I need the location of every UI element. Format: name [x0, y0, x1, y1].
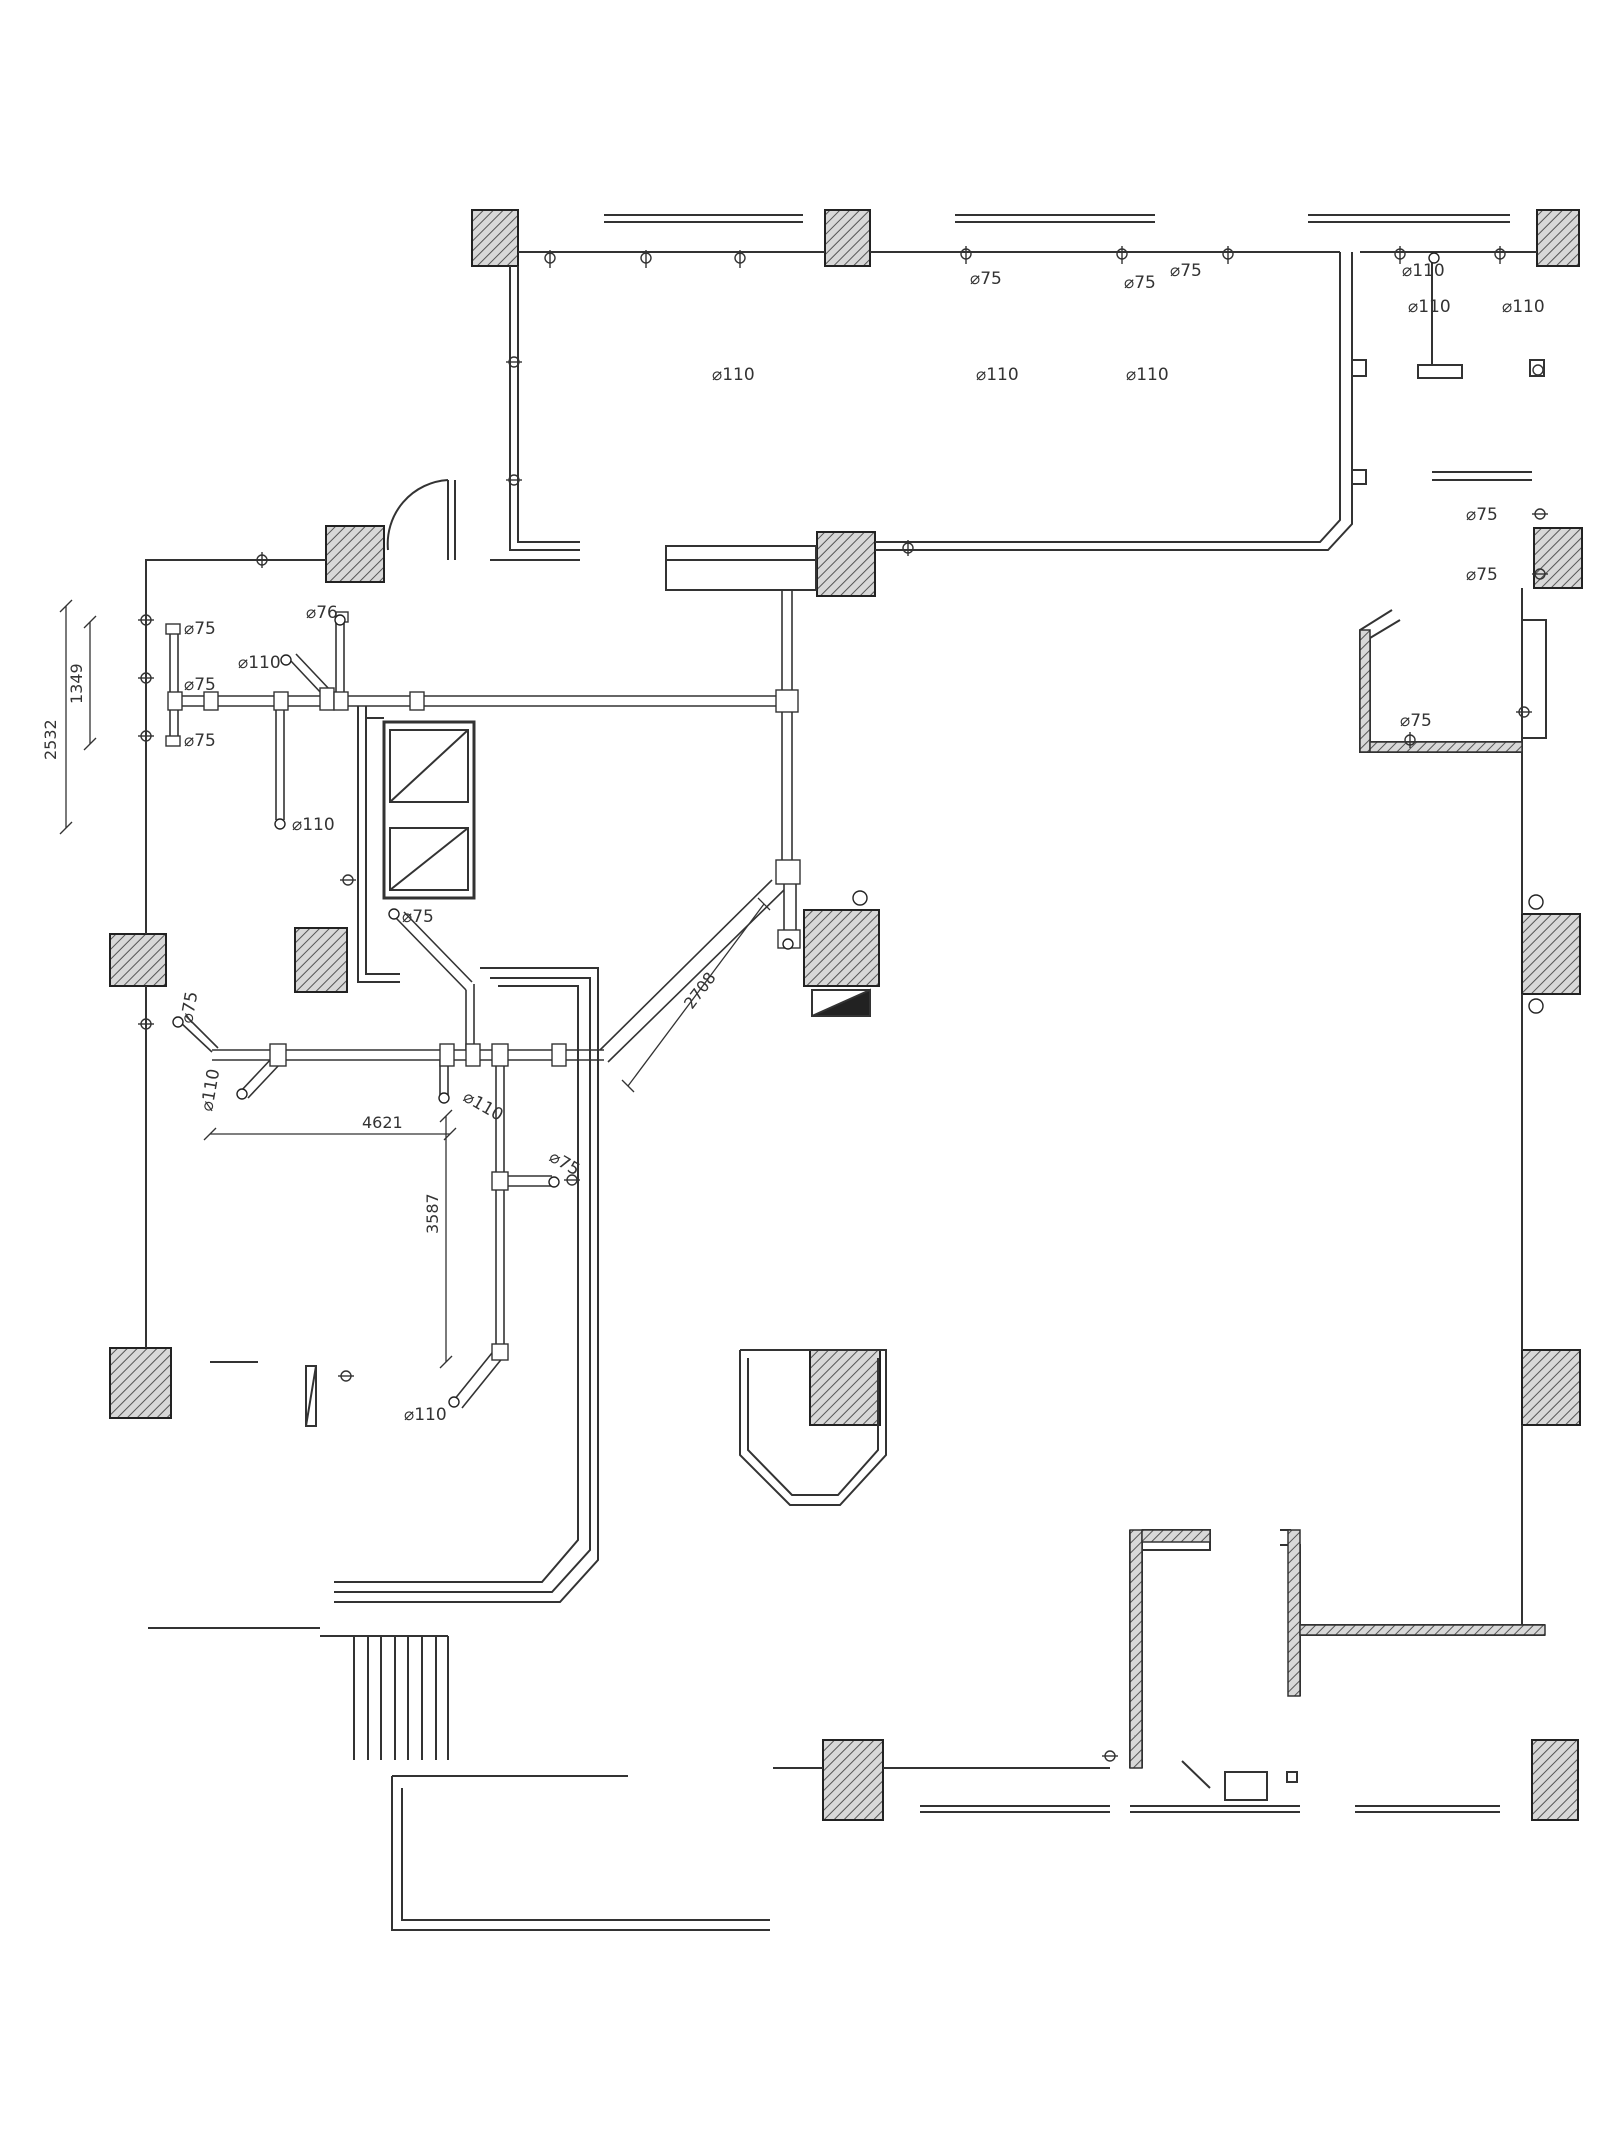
drainage-pipes — [169, 590, 797, 1409]
pipe-label: ⌀75 — [184, 731, 216, 751]
column — [824, 209, 871, 267]
column — [803, 909, 880, 987]
pipe-label: ⌀110 — [976, 365, 1019, 385]
pipe-label: ⌀75 — [1124, 273, 1156, 293]
dimension-lines — [59, 599, 771, 1369]
column — [1521, 1349, 1581, 1426]
pipe-label: ⌀75 — [184, 619, 216, 639]
column — [325, 525, 385, 583]
dimension-label: 2532 — [41, 719, 60, 760]
pipe-label: ⌀75 — [177, 990, 202, 1025]
pipe-label: ⌀75 — [184, 675, 216, 695]
column — [809, 1349, 881, 1426]
pipe-label: ⌀110 — [1402, 261, 1445, 281]
column — [471, 209, 519, 267]
pipe-label: ⌀110 — [712, 365, 755, 385]
floor-drains — [172, 252, 1544, 1408]
columns — [109, 209, 1583, 1821]
column — [816, 531, 876, 597]
pipe-label: ⌀75 — [1466, 565, 1498, 585]
pipe-label: ⌀76 — [306, 603, 338, 623]
pipe-label: ⌀110 — [460, 1087, 507, 1126]
pipe-label: ⌀75 — [1400, 711, 1432, 731]
dimension-label: 3587 — [423, 1193, 442, 1234]
pipe-labels: ⌀75 ⌀75 ⌀75 ⌀110 ⌀110 ⌀110 ⌀110 ⌀110 ⌀11… — [177, 261, 1544, 1425]
walls — [145, 214, 1547, 1931]
wall-sleeves — [138, 246, 1548, 1762]
dimension-label: 2708 — [680, 968, 720, 1012]
column — [822, 1739, 884, 1821]
pipe-label: ⌀110 — [1408, 297, 1451, 317]
column — [294, 927, 348, 993]
column — [1531, 1739, 1579, 1821]
pipe-label: ⌀75 — [402, 907, 434, 927]
pipe-label: ⌀75 — [1466, 505, 1498, 525]
pipe-label: ⌀75 — [1170, 261, 1202, 281]
pipe-label: ⌀110 — [1502, 297, 1545, 317]
column — [109, 1347, 172, 1419]
hatched-walls — [1129, 629, 1546, 1769]
column — [1521, 913, 1581, 995]
column — [109, 933, 167, 987]
dimension-label: 4621 — [362, 1113, 403, 1132]
pipe-label: ⌀75 — [970, 269, 1002, 289]
pipe-label: ⌀110 — [404, 1405, 447, 1425]
pipe-label: ⌀110 — [238, 653, 281, 673]
dimension-label: 1349 — [67, 663, 86, 704]
column — [1536, 209, 1580, 267]
pipe-label: ⌀110 — [197, 1067, 224, 1113]
pipe-label: ⌀110 — [1126, 365, 1169, 385]
pipe-label: ⌀110 — [292, 815, 335, 835]
